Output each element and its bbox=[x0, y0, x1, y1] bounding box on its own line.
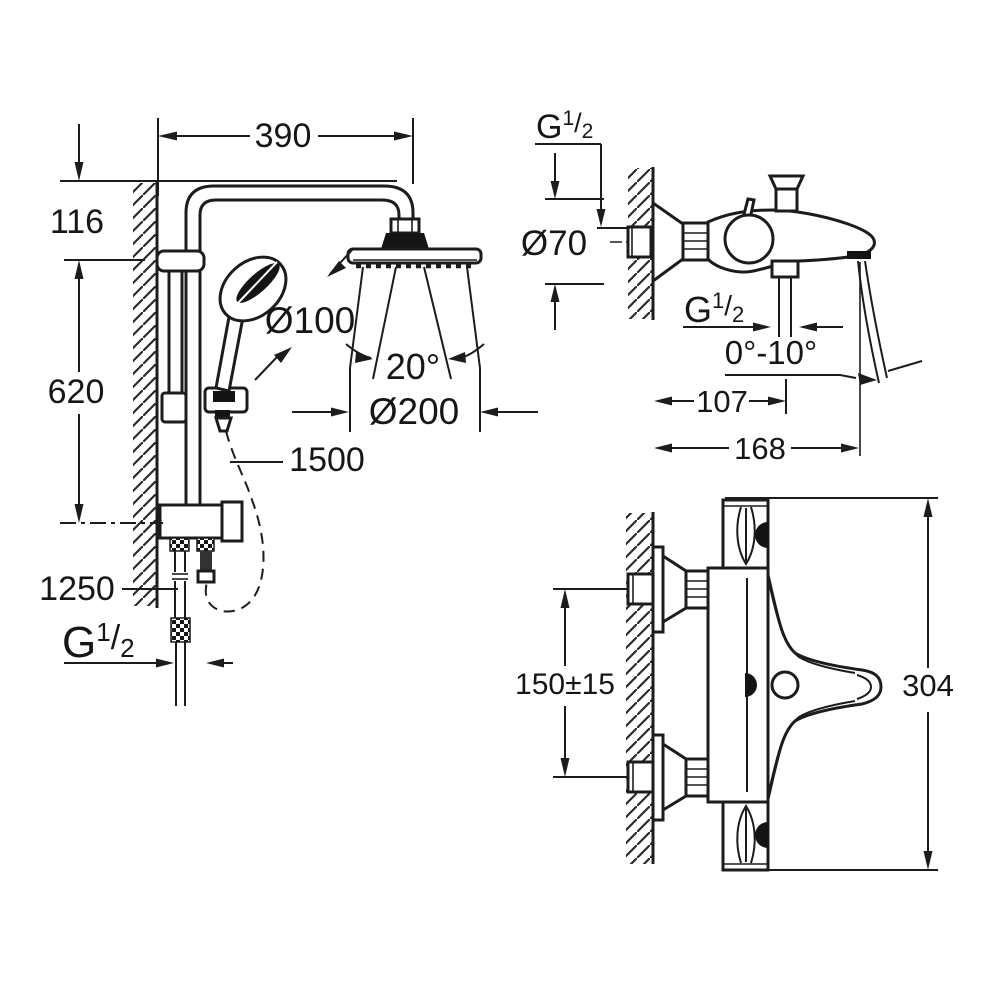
arrow-304-top bbox=[923, 498, 933, 517]
handle-top-marker bbox=[755, 522, 768, 548]
arrow-116-top bbox=[74, 162, 84, 181]
shower-arm-outer bbox=[184, 184, 415, 505]
arrow-g12-right bbox=[206, 658, 224, 668]
arrow-dia200-left bbox=[331, 407, 349, 417]
dim-g12-bottom-label: G1/2 bbox=[62, 617, 135, 667]
union-nut-right bbox=[196, 537, 215, 552]
arrow-dia100-lower bbox=[274, 347, 292, 363]
spray-cone-left bbox=[372, 266, 397, 380]
dim-168-label: 168 bbox=[734, 431, 786, 466]
spray-line-outer-left bbox=[349, 266, 364, 369]
dim-116-label: 116 bbox=[50, 203, 104, 241]
mixer-top-view: 150±15 304 bbox=[515, 497, 954, 872]
hose-outlet-stub bbox=[200, 551, 212, 573]
tilt-line-2 bbox=[864, 260, 888, 379]
shower-column-view: 390 116 620 Ø100 20° Ø200 1500 1250 G1/2 bbox=[39, 117, 538, 706]
thermostat-handle-circle bbox=[723, 213, 775, 265]
dim-304-label: 304 bbox=[902, 668, 954, 703]
dim-dia70-label: Ø70 bbox=[521, 224, 587, 263]
shower-arm-inner bbox=[198, 198, 401, 505]
diverter-knob-stem bbox=[774, 187, 799, 213]
dim-620-label: 620 bbox=[48, 373, 105, 411]
arrow-dia100-upper bbox=[327, 261, 346, 277]
wall-union-nut bbox=[626, 225, 653, 259]
arrow-168-right bbox=[841, 443, 859, 453]
handle-bottom-grip bbox=[736, 804, 756, 864]
arrow-angle-right bbox=[448, 352, 466, 363]
dim-1250-label: 1250 bbox=[39, 570, 115, 608]
dim-20deg-label: 20° bbox=[386, 346, 440, 387]
escutcheon-cone-top bbox=[661, 553, 688, 625]
dim-150-label: 150±15 bbox=[515, 668, 615, 701]
hose-cone-fitting bbox=[213, 416, 234, 433]
wall-hatching bbox=[133, 183, 157, 606]
mixer-body-top-view bbox=[706, 566, 770, 804]
holder-clamp bbox=[213, 391, 235, 402]
arrow-tilt bbox=[858, 373, 877, 385]
arrow-620-top bbox=[74, 260, 84, 279]
dim-g12-outlet-label: G1/2 bbox=[684, 288, 744, 330]
dim-dia100-label: Ø100 bbox=[265, 300, 356, 341]
dim-390-label: 390 bbox=[255, 117, 312, 155]
shower-outlet-collar bbox=[770, 259, 800, 279]
wall-union-nut-top bbox=[626, 572, 655, 606]
dim-dia200-label: Ø200 bbox=[369, 391, 460, 432]
head-connector-fitting bbox=[389, 217, 421, 235]
wall-hatching bbox=[626, 513, 653, 864]
spray-line-outer-right bbox=[466, 266, 481, 369]
arrow-dia70-bottom bbox=[550, 284, 560, 302]
arrow-304-bottom bbox=[923, 851, 933, 870]
lever-pin-top-view bbox=[745, 673, 757, 697]
escutcheon-cone-bottom bbox=[661, 741, 688, 813]
arrow-620-bottom bbox=[74, 504, 84, 523]
dim-tilt-label: 0°-10° bbox=[725, 334, 817, 371]
spout-aerator bbox=[847, 251, 871, 259]
dim-g12-wall-label: G1/2 bbox=[536, 107, 593, 146]
arrow-dia70-top bbox=[550, 181, 560, 199]
arrow-168-left bbox=[654, 443, 672, 453]
diverter-knob-top-view bbox=[770, 670, 800, 700]
rail-end-bracket bbox=[160, 391, 188, 424]
head-shower-plate bbox=[346, 247, 483, 265]
arrow-g12-outlet-left bbox=[753, 322, 771, 332]
diverter-knob-cap bbox=[767, 174, 806, 191]
wall-bracket bbox=[155, 249, 206, 273]
dim-1500-label: 1500 bbox=[289, 441, 365, 479]
spray-cone-right bbox=[423, 266, 452, 380]
shower-hose bbox=[203, 430, 265, 613]
arrow-g12-outlet-right bbox=[799, 322, 817, 332]
arrow-dia200-right bbox=[480, 407, 498, 417]
supply-pipe-fitting bbox=[170, 617, 191, 643]
escutcheon-cone bbox=[651, 200, 685, 284]
wall-union-nut-bottom bbox=[626, 760, 655, 794]
arrow-107-right bbox=[768, 396, 786, 406]
bath-mixer-side-view: G1/2 Ø70 G1/2 0°-10° 107 168 bbox=[521, 107, 923, 466]
union-nut-left bbox=[169, 537, 190, 552]
arrow-150-top bbox=[560, 589, 570, 608]
arrow-150-bottom bbox=[560, 758, 570, 777]
head-connector-block bbox=[381, 233, 429, 249]
arrow-g12-left bbox=[156, 658, 174, 668]
dim-107-label: 107 bbox=[696, 384, 748, 419]
arrow-angle-left bbox=[355, 352, 373, 363]
arrow-107-left bbox=[654, 396, 672, 406]
handle-bottom-marker bbox=[755, 822, 768, 848]
arrow-g12-wall bbox=[596, 209, 606, 227]
arrow-390-right bbox=[394, 131, 413, 141]
handle-top-grip bbox=[736, 506, 756, 566]
arrow-390-left bbox=[158, 131, 177, 141]
